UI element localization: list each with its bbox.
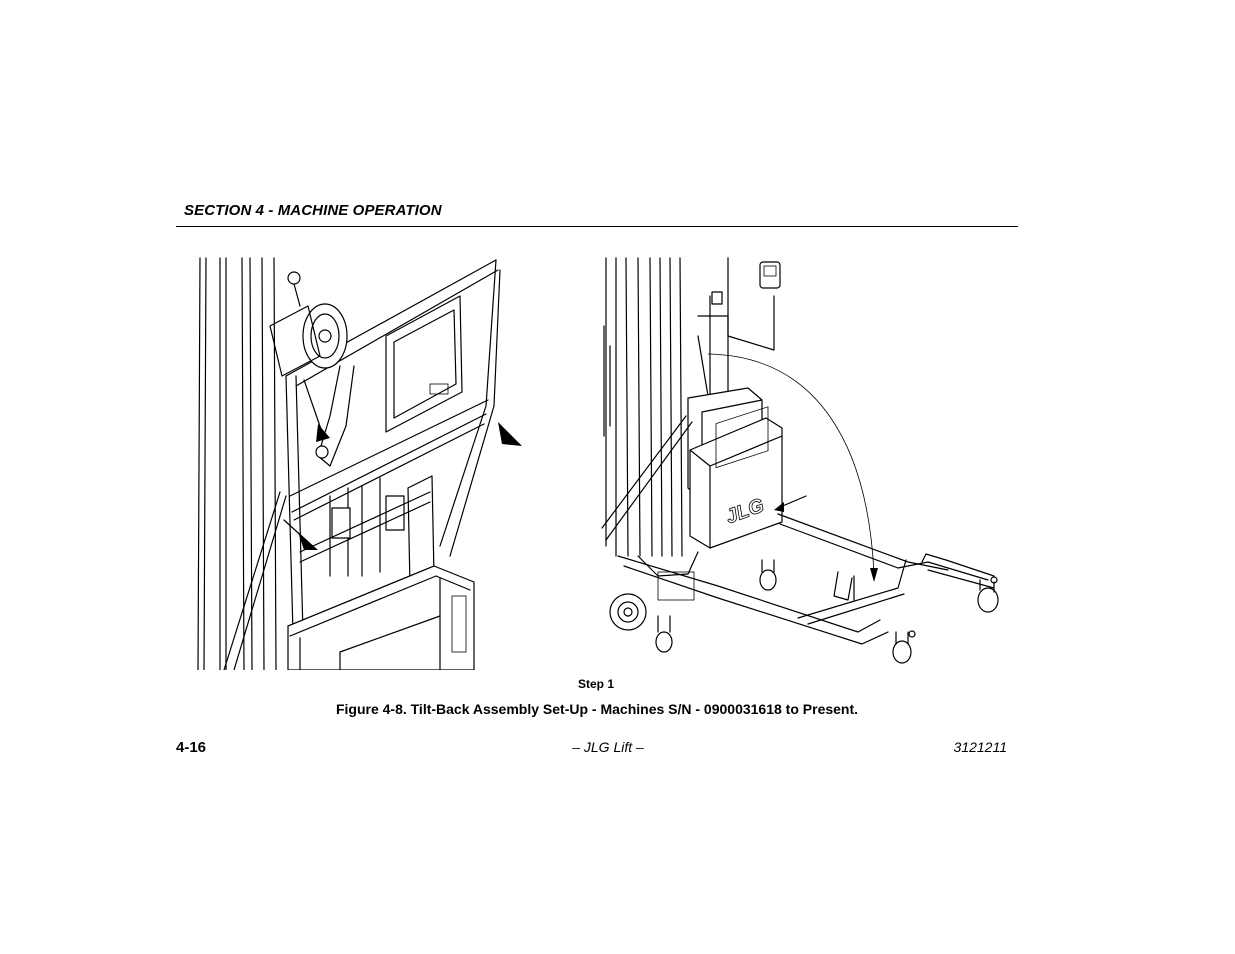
page-number: 4-16 <box>176 739 207 756</box>
illustration-closeup <box>190 256 526 670</box>
document-number: 3121211 <box>953 739 1007 755</box>
closeup-drawing <box>197 257 522 670</box>
step-label: Step 1 <box>577 677 614 691</box>
machine-drawing: JLG <box>601 257 999 664</box>
footer-center-text: – JLG Lift – <box>572 739 644 755</box>
section-title: SECTION 4 - MACHINE OPERATION <box>184 202 442 219</box>
illustration-machine: JLG <box>598 256 1010 670</box>
header-divider <box>176 226 1018 227</box>
figure-caption: Figure 4-8. Tilt-Back Assembly Set-Up - … <box>335 701 859 717</box>
